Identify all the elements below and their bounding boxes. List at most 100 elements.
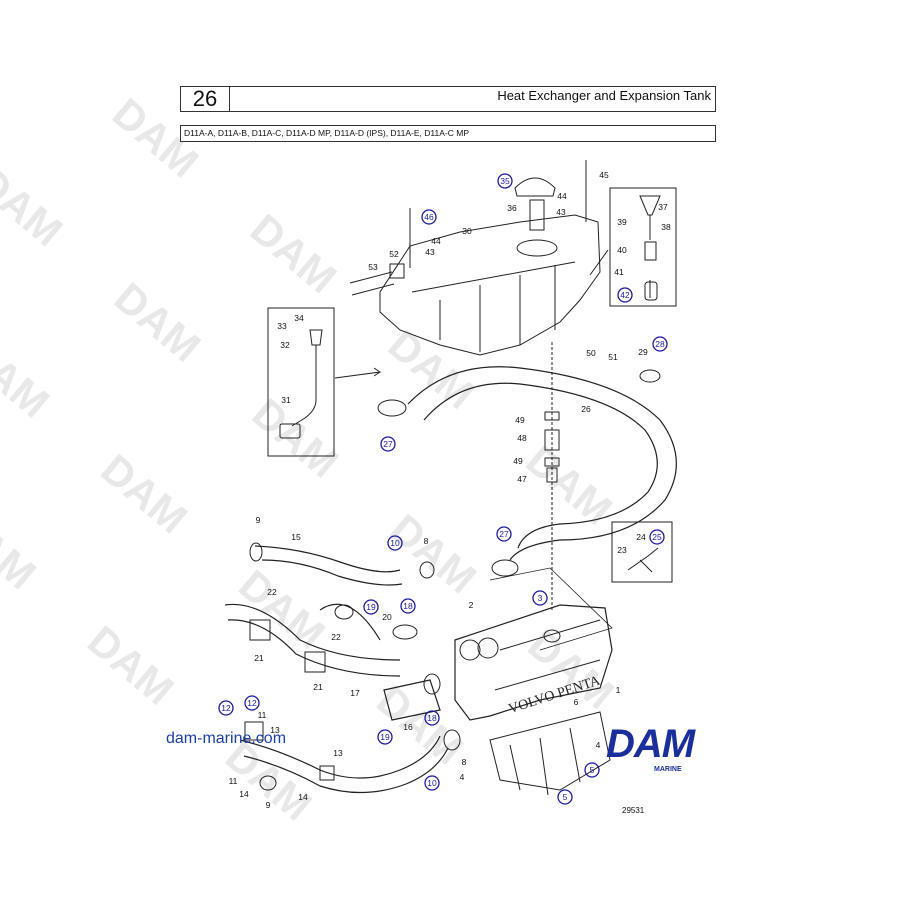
part-number-35: 35 bbox=[500, 176, 510, 186]
callout-circle-42 bbox=[617, 287, 633, 303]
part-number-17: 17 bbox=[350, 688, 360, 698]
callout-circle-46 bbox=[421, 209, 437, 225]
part-number-21: 21 bbox=[313, 682, 323, 692]
tank-filler-neck bbox=[516, 239, 558, 257]
upper-hose bbox=[407, 366, 677, 561]
part-number-13: 13 bbox=[333, 748, 343, 758]
filler-cap bbox=[514, 177, 556, 197]
part-number-8: 8 bbox=[424, 536, 429, 546]
pipe-17 bbox=[224, 603, 401, 661]
level-sensor-inset bbox=[267, 307, 335, 457]
sensor-inset bbox=[611, 521, 673, 583]
website-link[interactable]: dam-marine.com bbox=[166, 730, 287, 747]
part-number-10: 10 bbox=[427, 778, 437, 788]
part-number-32: 32 bbox=[280, 340, 290, 350]
brand-logo: DAM bbox=[606, 722, 695, 766]
strainer bbox=[529, 199, 545, 231]
callout-circle-27 bbox=[380, 436, 396, 452]
part-number-16: 16 bbox=[403, 722, 413, 732]
part-number-20: 20 bbox=[382, 612, 392, 622]
callout-circle-5 bbox=[557, 789, 573, 805]
svg-text:DAM: DAM bbox=[79, 616, 182, 713]
part-number-52: 52 bbox=[389, 249, 399, 259]
page-number: 26 bbox=[181, 87, 230, 111]
hose-16 bbox=[383, 679, 441, 721]
svg-text:DAM: DAM bbox=[92, 445, 195, 542]
part-number-13: 13 bbox=[270, 725, 280, 735]
part-number-33: 33 bbox=[277, 321, 287, 331]
callout-circle-5 bbox=[584, 762, 600, 778]
part-number-46: 46 bbox=[424, 212, 434, 222]
model-list: D11A-A, D11A-B, D11A-C, D11A-D MP, D11A-… bbox=[180, 125, 716, 142]
callout-circle-12 bbox=[218, 700, 234, 716]
callout-circle-27 bbox=[496, 526, 512, 542]
part-number-43: 43 bbox=[425, 247, 435, 257]
svg-text:DAM: DAM bbox=[518, 436, 621, 533]
callout-circle-10 bbox=[424, 775, 440, 791]
part-number-4: 4 bbox=[596, 740, 601, 750]
part-number-9: 9 bbox=[266, 800, 271, 810]
expansion-tank bbox=[379, 214, 601, 356]
part-number-44: 44 bbox=[557, 191, 567, 201]
svg-text:DAM: DAM bbox=[242, 205, 345, 302]
part-number-47: 47 bbox=[517, 474, 527, 484]
plug-inset bbox=[609, 187, 677, 307]
svg-text:DAM: DAM bbox=[0, 329, 58, 426]
pipe-13 bbox=[239, 735, 441, 779]
part-number-4: 4 bbox=[460, 772, 465, 782]
part-number-18: 18 bbox=[427, 713, 437, 723]
part-number-5: 5 bbox=[563, 792, 568, 802]
callout-circle-25 bbox=[649, 529, 665, 545]
svg-text:DAM: DAM bbox=[106, 273, 209, 370]
part-number-37: 37 bbox=[658, 202, 668, 212]
part-number-43: 43 bbox=[556, 207, 566, 217]
part-number-6: 6 bbox=[574, 697, 579, 707]
part-number-41: 41 bbox=[614, 267, 624, 277]
heat-exchanger bbox=[454, 604, 613, 721]
page-header: 26 Heat Exchanger and Expansion Tank bbox=[180, 86, 716, 112]
svg-text:DAM: DAM bbox=[0, 501, 45, 598]
part-number-40: 40 bbox=[617, 245, 627, 255]
part-number-12: 12 bbox=[221, 703, 231, 713]
part-number-44: 44 bbox=[431, 236, 441, 246]
part-number-27: 27 bbox=[383, 439, 393, 449]
part-number-5: 5 bbox=[590, 765, 595, 775]
part-number-26: 26 bbox=[581, 404, 591, 414]
callout-circle-19 bbox=[377, 729, 393, 745]
part-number-24: 24 bbox=[636, 532, 646, 542]
svg-text:DAM: DAM bbox=[0, 158, 71, 255]
part-number-28: 28 bbox=[655, 339, 665, 349]
callout-circle-19 bbox=[363, 599, 379, 615]
part-number-2: 2 bbox=[469, 600, 474, 610]
part-number-53: 53 bbox=[368, 262, 378, 272]
part-number-22: 22 bbox=[267, 587, 277, 597]
part-number-14: 14 bbox=[298, 792, 308, 802]
part-number-42: 42 bbox=[620, 290, 630, 300]
callout-circle-3 bbox=[532, 590, 548, 606]
hose-15 bbox=[254, 545, 401, 573]
svg-text:DAM: DAM bbox=[382, 505, 485, 602]
callout-circle-18 bbox=[400, 598, 416, 614]
part-number-1: 1 bbox=[616, 685, 621, 695]
part-number-3: 3 bbox=[538, 593, 543, 603]
part-number-51: 51 bbox=[608, 352, 618, 362]
mounting-bracket bbox=[489, 711, 611, 791]
part-number-10: 10 bbox=[390, 538, 400, 548]
part-number-19: 19 bbox=[380, 732, 390, 742]
part-number-29: 29 bbox=[638, 347, 648, 357]
callout-circle-28 bbox=[652, 336, 668, 352]
svg-text:DAM: DAM bbox=[230, 561, 333, 658]
part-number-34: 34 bbox=[294, 313, 304, 323]
part-number-45: 45 bbox=[599, 170, 609, 180]
brand-subtitle: MARINE bbox=[654, 766, 682, 773]
part-number-39: 39 bbox=[617, 217, 627, 227]
part-number-15: 15 bbox=[291, 532, 301, 542]
part-number-31: 31 bbox=[281, 395, 291, 405]
part-number-27: 27 bbox=[499, 529, 509, 539]
part-number-38: 38 bbox=[661, 222, 671, 232]
part-number-19: 19 bbox=[366, 602, 376, 612]
svg-text:DAM: DAM bbox=[380, 320, 483, 417]
part-number-12: 12 bbox=[247, 698, 257, 708]
